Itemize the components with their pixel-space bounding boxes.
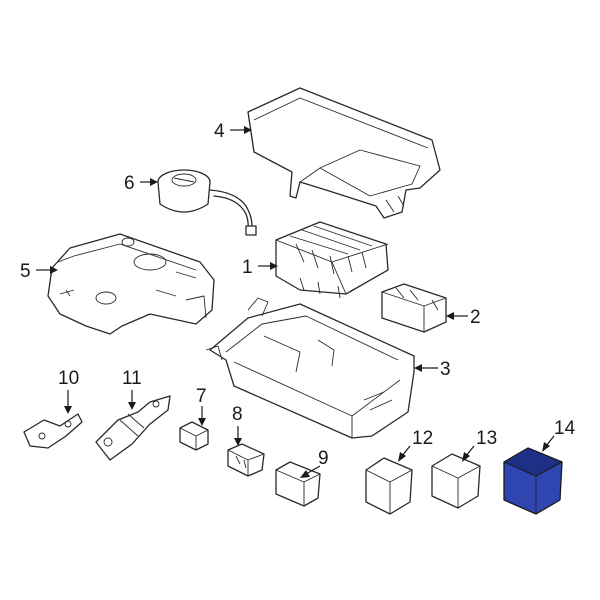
callout-2: 2: [446, 307, 481, 328]
callout-6: 6: [124, 173, 158, 194]
callout-4: 4: [214, 121, 252, 142]
part-8-fuse[interactable]: [227, 443, 265, 477]
callout-label-13: 13: [476, 428, 497, 449]
callout-11: 11: [122, 368, 142, 410]
callout-label-11: 11: [122, 368, 142, 389]
part-2-connector[interactable]: [381, 283, 447, 333]
callout-label-4: 4: [214, 121, 225, 142]
callout-12: 12: [398, 428, 433, 462]
callout-10: 10: [58, 368, 79, 414]
part-1-fuse-block[interactable]: [275, 221, 389, 299]
callout-label-14: 14: [554, 418, 576, 439]
part-5-cover[interactable]: [47, 233, 215, 335]
callout-label-3: 3: [440, 359, 451, 380]
callout-9: 9: [300, 448, 329, 478]
callout-label-8: 8: [232, 404, 243, 425]
callout-label-1: 1: [242, 257, 253, 278]
part-11-fuse-link[interactable]: [95, 395, 171, 461]
callout-label-5: 5: [20, 261, 31, 282]
callout-label-10: 10: [58, 368, 79, 389]
part-4-cover[interactable]: [247, 87, 441, 219]
callout-7: 7: [196, 386, 207, 426]
part-9-fuse[interactable]: [275, 461, 321, 507]
part-7-fuse[interactable]: [179, 421, 209, 451]
callout-label-7: 7: [196, 386, 207, 407]
part-10-fuse-link[interactable]: [23, 413, 83, 449]
callout-3: 3: [414, 359, 451, 380]
part-14-relay-highlighted[interactable]: [503, 447, 563, 515]
part-6-sensor[interactable]: [157, 169, 257, 236]
part-3-tray[interactable]: [205, 297, 415, 439]
part-12-relay[interactable]: [365, 457, 413, 515]
callout-label-6: 6: [124, 173, 135, 194]
callout-label-9: 9: [318, 448, 329, 469]
callout-8: 8: [232, 404, 243, 446]
callout-label-2: 2: [470, 307, 481, 328]
callout-label-12: 12: [412, 428, 433, 449]
callout-5: 5: [20, 261, 58, 282]
callout-1: 1: [242, 257, 278, 278]
part-13-relay[interactable]: [431, 453, 481, 509]
callout-14: 14: [542, 418, 576, 452]
callout-13: 13: [462, 428, 497, 462]
